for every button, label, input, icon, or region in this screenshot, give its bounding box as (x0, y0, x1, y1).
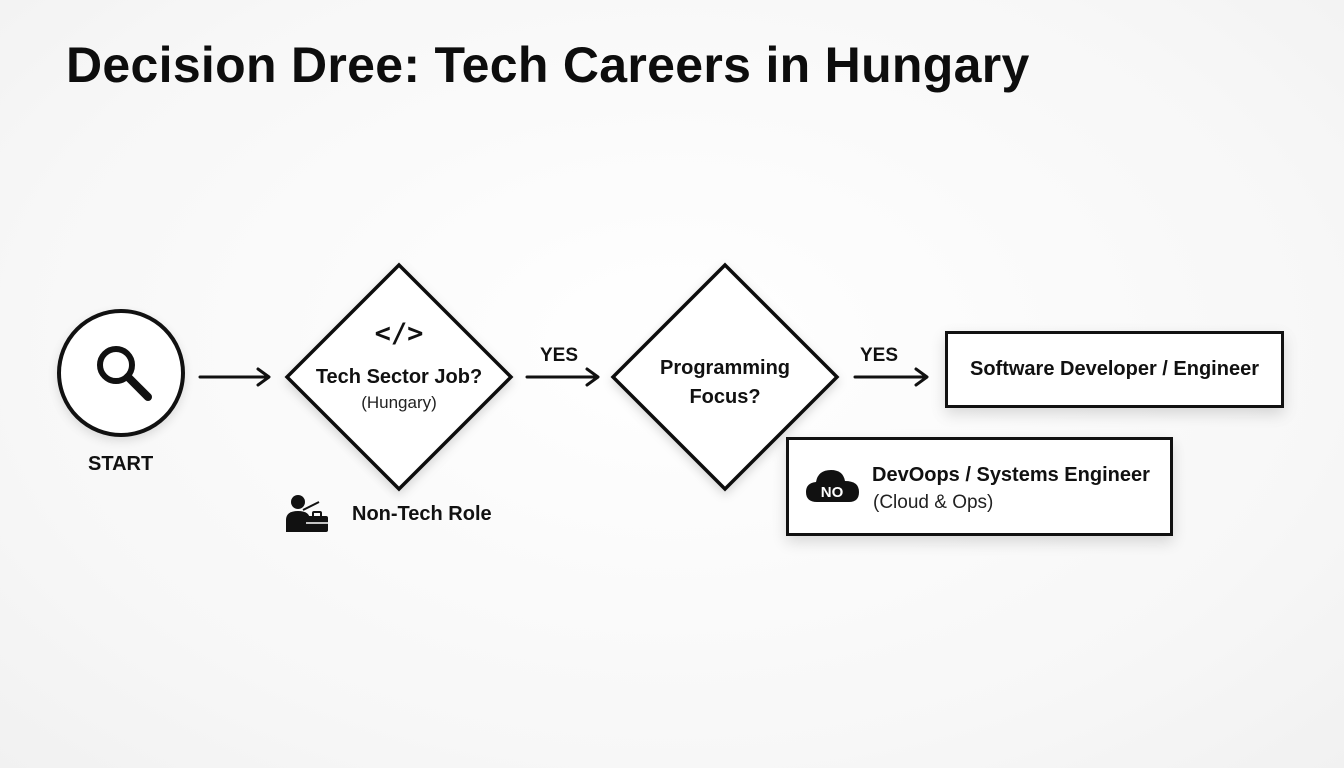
outcome-devops-engineer[interactable]: NO DevOops / Systems Engineer (Cloud & O… (786, 437, 1173, 536)
arrow-decision1-to-decision2 (525, 367, 600, 387)
no-label: NO (820, 484, 844, 501)
diagram-title: Decision Dree: Tech Careers in Hungary (66, 37, 1030, 93)
decision2-line1: Programming (659, 357, 791, 379)
arrow-start-to-decision1 (198, 367, 271, 387)
code-icon: </> (374, 318, 424, 349)
decision2-line2: Focus? (689, 386, 761, 408)
outcome-devops-subtitle: (Cloud & Ops) (873, 492, 994, 513)
outcome-software-developer[interactable]: Software Developer / Engineer (945, 331, 1284, 408)
outcome-nontech-title: Non-Tech Role (352, 503, 492, 525)
yes-label-2: YES (860, 345, 899, 366)
person-briefcase-icon (286, 495, 328, 532)
decision-diamond-tech-sector (284, 262, 514, 492)
decision-diamond-programming (610, 262, 840, 492)
cloud-icon (806, 470, 859, 502)
start-label: START (88, 453, 154, 475)
decision1-subtitle: (Hungary) (361, 393, 437, 412)
search-icon (97, 346, 152, 401)
yes-label-1: YES (540, 345, 579, 366)
arrow-decision2-to-software (853, 367, 929, 387)
outcome-software-title: Software Developer / Engineer (970, 358, 1259, 380)
outcome-devops-title: DevOops / Systems Engineer (872, 464, 1150, 486)
decision1-question: Tech Sector Job? (315, 366, 483, 388)
start-node[interactable] (57, 309, 185, 437)
